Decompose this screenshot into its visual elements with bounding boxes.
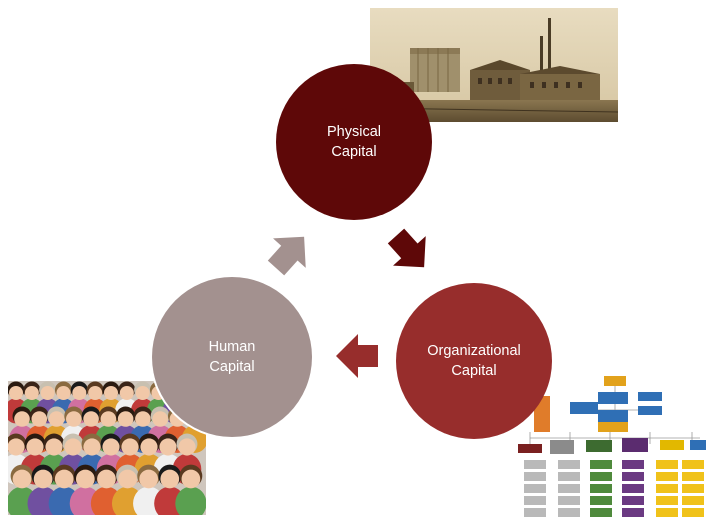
organizational-capital-label: Organizational Capital [427,343,521,379]
factory-photo [370,8,618,122]
crowd-photo [8,381,206,515]
arrow-organizational-to-human [336,334,378,378]
human-capital-node: Human Capital [152,277,312,437]
arrow-human-to-physical [267,236,306,276]
physical-capital-node: Physical Capital [276,64,432,220]
arrow-physical-to-organizational [387,228,426,268]
human-capital-label: Human Capital [208,339,256,375]
org-chart-image [518,376,706,517]
organizational-capital-node: Organizational Capital [396,283,552,439]
physical-capital-label: Physical Capital [327,124,381,160]
